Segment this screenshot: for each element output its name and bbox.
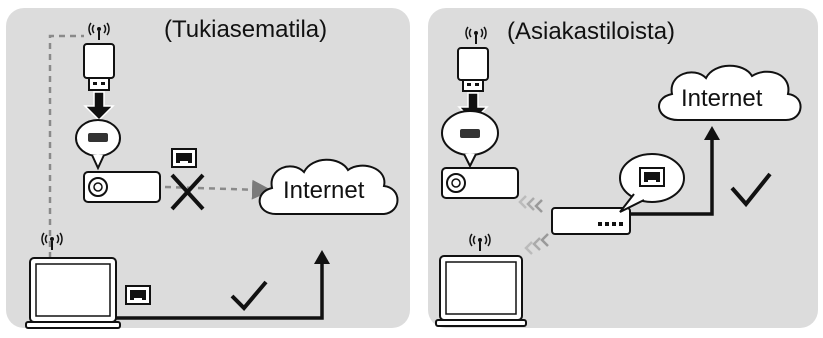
wifi-icon	[41, 232, 63, 250]
left-panel	[6, 8, 410, 329]
left-wired-link-arrowhead	[314, 250, 330, 264]
right-panel-title: (Asiakastiloista)	[507, 18, 676, 45]
check-icon	[230, 280, 268, 311]
wireless-signal-projector	[518, 195, 543, 213]
right-panel	[428, 8, 818, 328]
usb-dongle-icon	[83, 43, 115, 91]
wireless-signal-laptop	[524, 233, 549, 255]
hdmi-port-icon	[460, 129, 480, 138]
ethernet-port-icon	[171, 148, 197, 168]
cloud-icon	[258, 158, 399, 215]
insert-arrow-icon	[83, 91, 115, 122]
hdmi-port-icon	[88, 133, 108, 142]
wifi-icon	[469, 233, 491, 251]
hdmi-port-bubble	[75, 119, 121, 171]
right-wired-link-arrowhead	[704, 126, 720, 140]
ethernet-port-icon	[639, 167, 665, 187]
wifi-icon	[88, 22, 110, 40]
usb-dongle-icon	[457, 47, 489, 92]
left-panel-title: (Tukiasematila)	[164, 16, 328, 43]
cloud-icon	[658, 64, 802, 121]
projector-icon	[83, 171, 161, 203]
router-icon	[551, 207, 631, 235]
laptop-icon	[435, 255, 527, 327]
left-wired-link	[100, 256, 324, 320]
right-internet-label: Internet	[681, 85, 763, 112]
check-icon	[730, 172, 772, 208]
laptop-icon	[25, 257, 121, 329]
projector-icon	[441, 167, 519, 199]
hdmi-port-bubble	[441, 110, 499, 169]
ethernet-port-icon	[125, 285, 151, 305]
wifi-icon	[465, 26, 487, 44]
left-dashed-link-laptop-dongle	[48, 34, 84, 258]
ethernet-port-bubble	[619, 153, 685, 213]
right-wired-link	[630, 130, 714, 216]
cross-icon	[170, 173, 205, 211]
left-internet-label: Internet	[283, 177, 365, 204]
